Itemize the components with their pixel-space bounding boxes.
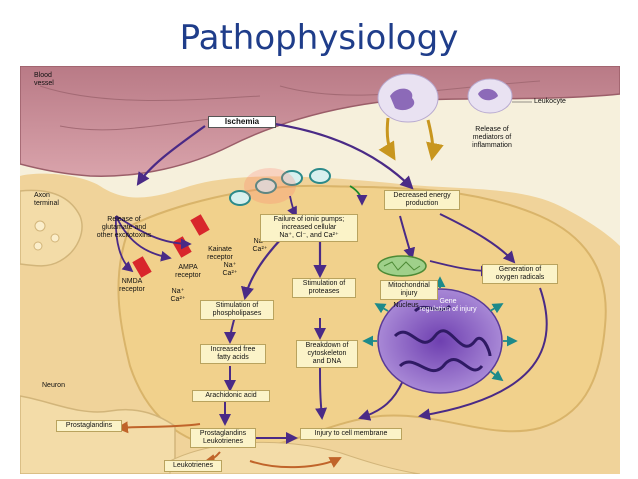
- nucleus: [377, 288, 503, 394]
- label-neuron: Neuron: [42, 382, 65, 389]
- pathophysiology-diagram: Blood vessel Leukocyte Ischemia Release …: [20, 66, 620, 474]
- label-ions-nmda: Na⁺ Ca²⁺: [170, 288, 186, 303]
- label-mitochondrial-injury: Mitochondrial injury: [380, 280, 438, 300]
- label-generation-oxygen-radicals: Generation of oxygen radicals: [482, 264, 558, 284]
- label-blood-vessel: Blood vessel: [34, 72, 54, 87]
- label-nmda-receptor: NMDA receptor: [119, 278, 145, 293]
- label-stimulation-phospholipases: Stimulation of phospholipases: [200, 300, 274, 320]
- label-decreased-energy: Decreased energy production: [384, 190, 460, 210]
- ion-pump-channels: [229, 168, 331, 206]
- kainate-receptor: [190, 214, 210, 236]
- label-ampa-receptor: AMPA receptor: [175, 264, 201, 279]
- label-failure-ionic-pumps: Failure of ionic pumps; increased cellul…: [260, 214, 358, 242]
- blood-vessel: [20, 66, 620, 177]
- label-prostaglandins-leukotrienes: Prostaglandins Leukotrienes: [190, 428, 256, 448]
- nmda-receptor: [132, 256, 152, 278]
- label-breakdown-cytoskeleton: Breakdown of cytoskeleton and DNA: [296, 340, 358, 368]
- label-prostaglandins: Prostaglandins: [56, 420, 122, 432]
- label-increased-fatty-acids: Increased free fatty acids: [200, 344, 266, 364]
- label-nucleus: Nucleus: [393, 302, 419, 309]
- label-arachidonic-acid: Arachidonic acid: [192, 390, 270, 402]
- neuron-cell-body: [117, 184, 607, 451]
- label-release-glutamate: Release of glutamate and other excitotox…: [96, 216, 152, 239]
- label-gene-regulation: Gene regulation of injury: [419, 298, 477, 313]
- label-release-mediators: Release of mediators of inflammation: [472, 126, 512, 149]
- label-injury-cell-membrane: Injury to cell membrane: [300, 428, 402, 440]
- label-kainate-receptor: Kainate receptor: [207, 246, 233, 261]
- label-leukocyte: Leukocyte: [534, 98, 566, 105]
- label-stimulation-proteases: Stimulation of proteases: [292, 278, 356, 298]
- label-ischemia: Ischemia: [208, 116, 276, 128]
- label-leukotrienes: Leukotrienes: [164, 460, 222, 472]
- label-axon-terminal: Axon terminal: [34, 192, 59, 207]
- neuron-process-lower: [20, 395, 176, 474]
- slide-title: Pathophysiology: [179, 18, 459, 58]
- label-ions-ampa: Na⁺ Ca²⁺: [222, 262, 238, 277]
- diagram-artwork: [20, 66, 620, 474]
